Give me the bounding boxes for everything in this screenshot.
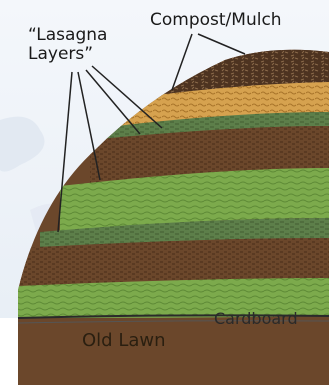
lasagna-label-line1: “Lasagna <box>28 26 107 45</box>
lasagna-layers-label: “Lasagna Layers” <box>28 26 107 64</box>
old-lawn-label: Old Lawn <box>82 331 166 350</box>
cardboard-label: Cardboard <box>214 309 298 328</box>
lasagna-label-line2: Layers” <box>28 45 107 64</box>
compost-mulch-label: Compost/Mulch <box>150 11 282 30</box>
